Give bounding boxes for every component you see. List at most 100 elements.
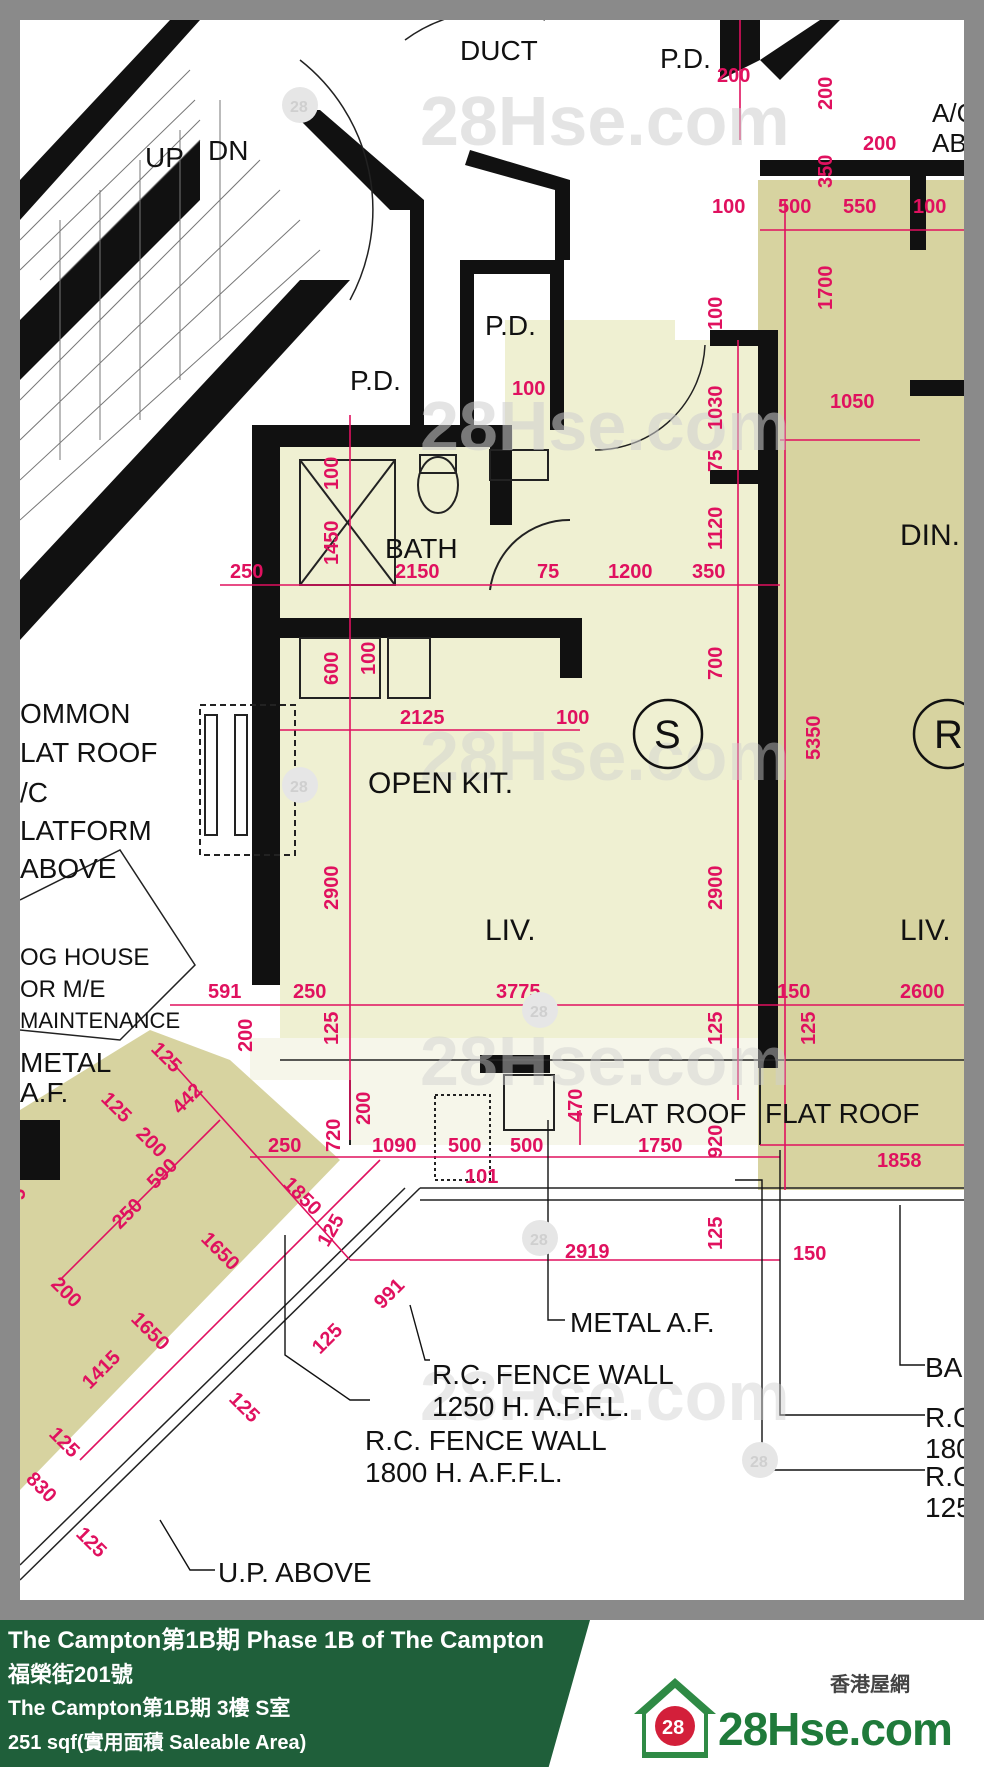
- flat-roof-label-2: FLAT ROOF: [765, 1098, 920, 1129]
- dim: 500: [448, 1135, 481, 1157]
- watermark-badge: 28: [530, 1232, 548, 1249]
- brand-logo-block: 28 香港屋網 28Hse.com: [630, 1650, 960, 1760]
- pd-mid-label: P.D.: [485, 310, 536, 341]
- dog-house-line2: OR M/E: [20, 976, 105, 1003]
- unit-r-marker: [912, 698, 964, 770]
- dim: 100: [913, 196, 946, 218]
- watermark: 28Hse.com: [420, 1022, 790, 1100]
- dim: 600: [321, 652, 343, 685]
- dim: 200: [235, 1019, 257, 1052]
- wall-top-diagonal: [760, 20, 840, 80]
- common-roof-line1: OMMON: [20, 698, 130, 729]
- metal-af-left-line2: A.F.: [20, 1077, 68, 1108]
- open-kitchen-label: OPEN KIT.: [368, 767, 513, 800]
- dim: 150: [777, 981, 810, 1003]
- dining-label: DIN.: [900, 519, 960, 552]
- unit-description: The Campton第1B期 3樓 S室: [8, 1697, 291, 1720]
- dim: 1858: [877, 1150, 922, 1172]
- unit-s-marker: [632, 698, 704, 770]
- rc-1250-line1: R.C.: [925, 1461, 964, 1492]
- dim: 125: [308, 1319, 347, 1358]
- dim: 75: [537, 561, 559, 583]
- dim: 100: [358, 642, 380, 675]
- dim: 100: [512, 378, 545, 400]
- watermark: 28Hse.com: [420, 82, 790, 160]
- watermark: 28Hse.com: [420, 387, 790, 465]
- fence-1800-line1: R.C. FENCE WALL: [365, 1425, 607, 1456]
- ac-top-label: A/C: [932, 98, 964, 128]
- listing-info-panel: The Campton第1B期 Phase 1B of The Campton …: [0, 1620, 590, 1767]
- dim: 1200: [608, 561, 653, 583]
- wall-diagonal-2: [465, 150, 570, 260]
- brand-name: 28Hse.com: [718, 1703, 953, 1755]
- brand-subtitle: 香港屋網: [830, 1674, 910, 1696]
- dim: 350: [692, 561, 725, 583]
- dim: 75: [705, 450, 727, 472]
- dim: 591: [208, 981, 241, 1003]
- fence-1250-line1: R.C. FENCE WALL: [432, 1359, 674, 1390]
- pd-left-label: P.D.: [350, 365, 401, 396]
- pd-top-label: P.D.: [660, 43, 711, 74]
- dog-house-line1: OG HOUSE: [20, 944, 149, 971]
- dog-house-line3: MAINTENANCE: [20, 1008, 180, 1033]
- dim: 2150: [395, 561, 440, 583]
- dim: 100: [321, 457, 343, 490]
- dim: 250: [293, 981, 326, 1003]
- dim: 125: [798, 1012, 820, 1045]
- listing-footer: The Campton第1B期 Phase 1B of The Campton …: [0, 1620, 984, 1767]
- rc-1250-line2: 1250: [925, 1492, 964, 1523]
- floor-plan-drawing: 28Hse.com 28Hse.com 28Hse.com 28Hse.com …: [20, 20, 964, 1588]
- watermark-badge: 28: [290, 779, 308, 796]
- dim: 700: [705, 647, 727, 680]
- dim: 101: [465, 1166, 498, 1188]
- dn-label: DN: [208, 135, 248, 166]
- staircase: [20, 20, 350, 640]
- watermark-badge: 28: [530, 1004, 548, 1021]
- balcony-label: BAL: [925, 1352, 964, 1383]
- floor-plan: 28Hse.com 28Hse.com 28Hse.com 28Hse.com …: [20, 20, 964, 1600]
- dim: 1120: [705, 507, 727, 550]
- rc-1800-line2: 1800: [925, 1433, 964, 1464]
- dim: 200: [353, 1092, 375, 1125]
- dim: 2900: [705, 866, 727, 911]
- common-roof-line3: /C: [20, 777, 48, 808]
- watermark: 28Hse.com: [420, 717, 790, 795]
- estate-title: The Campton第1B期 Phase 1B of The Campton: [8, 1627, 545, 1654]
- duct-label: DUCT: [460, 35, 538, 66]
- dim: 350: [815, 155, 837, 188]
- dim: 200: [815, 77, 837, 110]
- dim: 100: [705, 297, 727, 330]
- unit-r-floor: [758, 180, 964, 1190]
- street-address: 福榮街201號: [8, 1662, 133, 1687]
- dim: 150: [793, 1243, 826, 1265]
- living-s-label: LIV.: [485, 914, 536, 947]
- metal-af-label: METAL A.F.: [570, 1307, 715, 1338]
- common-roof-line5: ABOVE: [20, 853, 116, 884]
- dim: 125: [224, 1388, 263, 1427]
- dim: 2125: [400, 707, 445, 729]
- unit-s-letter: S: [654, 713, 681, 757]
- watermark-badges: 28 28 28 28 28: [282, 87, 778, 1478]
- dim: 2900: [321, 866, 343, 911]
- dim: 1050: [830, 391, 875, 413]
- up-above-label: U.P. ABOVE: [218, 1557, 372, 1588]
- dim: 470: [565, 1089, 587, 1122]
- metal-af-left-line1: METAL: [20, 1047, 111, 1078]
- dim: 1030: [705, 386, 727, 431]
- common-roof-line2: LAT ROOF: [20, 737, 157, 768]
- dimension-lines: [59, 20, 964, 1461]
- dim: 100: [556, 707, 589, 729]
- dim: 1750: [638, 1135, 683, 1157]
- watermark-badge: 28: [290, 99, 308, 116]
- watermark: 28Hse.com: [420, 1357, 790, 1435]
- unit-r-letter: R: [934, 713, 963, 757]
- dim: 5350: [803, 716, 825, 761]
- dim: 2919: [565, 1241, 610, 1263]
- leader-lines: [159, 1120, 925, 1571]
- common-roof-line4: LATFORM: [20, 815, 152, 846]
- dim: 100: [712, 196, 745, 218]
- dim: 250: [268, 1135, 301, 1157]
- dim: 2600: [900, 981, 945, 1003]
- dim: 250: [230, 561, 263, 583]
- dim: 125: [71, 1523, 110, 1562]
